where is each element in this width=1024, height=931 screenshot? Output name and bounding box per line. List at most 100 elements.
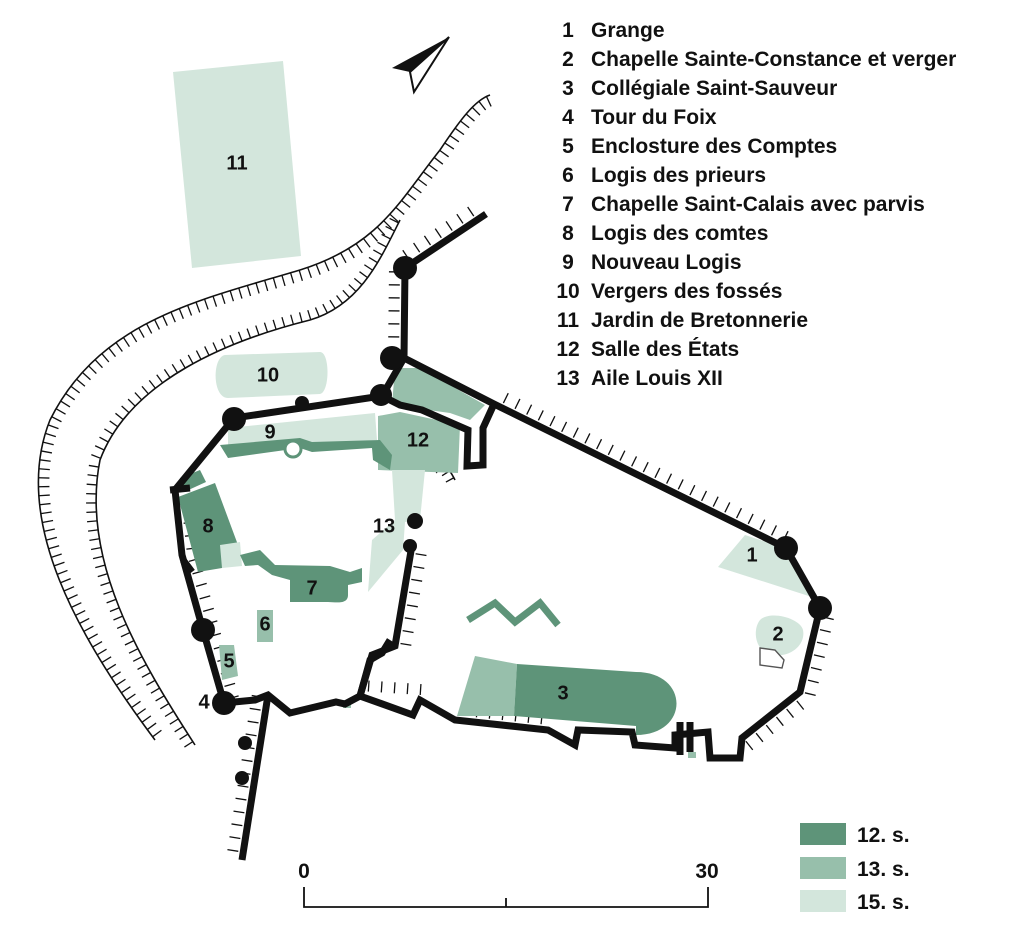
scale-end-label: 30 (695, 860, 718, 883)
map-label-3: 3 (557, 682, 568, 704)
slope-hachure (125, 693, 136, 701)
legend-entry: Jardin de Bretonnerie (591, 309, 808, 332)
slope-hachure (272, 277, 277, 289)
wall-hachure (724, 502, 731, 513)
slope-hachure (289, 272, 295, 284)
slope-hachure (203, 298, 209, 310)
slope-hachure (444, 142, 455, 150)
wall-hachure (816, 641, 828, 646)
slope-hachure (152, 729, 162, 738)
slope-hachure (71, 602, 82, 608)
wall-hachure (804, 692, 816, 696)
slope-hachure (159, 703, 170, 710)
wall-hachure (770, 525, 777, 536)
slope-hachure (41, 450, 53, 454)
wall-hachure (786, 708, 794, 718)
slope-hachure (179, 733, 189, 741)
wall-hachure (413, 242, 421, 253)
legend-entry: Nouveau Logis (591, 251, 742, 274)
slope-hachure (229, 334, 235, 345)
wall-hachure (514, 398, 521, 410)
slope-hachure (48, 545, 60, 550)
slope-hachure (348, 284, 357, 292)
slope-hachure (329, 299, 336, 309)
slope-hachure (81, 371, 91, 381)
slope-hachure (485, 96, 492, 107)
wall-hachure (419, 683, 422, 696)
period-swatch-15 (800, 890, 846, 912)
map-label-5: 5 (223, 650, 234, 672)
slope-hachure (364, 264, 374, 271)
wall-hachure (229, 836, 241, 840)
wall-hachure (572, 427, 579, 438)
legend-number: 12 (556, 338, 579, 361)
legend-number: 4 (562, 106, 574, 129)
legend-entry: Tour du Foix (591, 106, 717, 129)
slope-hachure (94, 359, 103, 369)
slope-hachure (88, 365, 97, 375)
slope-hachure (322, 303, 329, 314)
wall-hachure (434, 228, 442, 239)
wall-hachure (747, 513, 754, 525)
north-arrow-icon (392, 36, 450, 95)
slope-hachure (141, 715, 152, 723)
slope-hachure (42, 519, 54, 524)
towers (191, 256, 832, 785)
slope-hachure (120, 686, 131, 694)
slope-hachure (307, 310, 312, 320)
slope-hachure (164, 710, 174, 718)
slope-hachure (115, 412, 124, 421)
legend-number: 6 (562, 164, 574, 187)
legend-number: 11 (557, 309, 580, 332)
wall-hachure (203, 607, 214, 612)
wall-hachure (423, 235, 432, 246)
slope-hachure (281, 317, 286, 328)
wall-hachure (406, 604, 418, 608)
slope-hachure (121, 405, 130, 414)
legend-number: 10 (556, 280, 579, 303)
slope-hachure (63, 586, 75, 592)
slope-hachure (87, 633, 98, 640)
slope-hachure (162, 315, 168, 326)
slope-hachure (433, 156, 444, 165)
slope-hachure (204, 346, 210, 356)
slope-hachure (141, 385, 149, 395)
legend-number: 7 (562, 193, 574, 216)
wall-hachure (195, 582, 207, 587)
wall-hachure (701, 490, 708, 502)
slope-hachure (395, 206, 405, 216)
slope-hachure (298, 270, 304, 281)
slope-hachure (272, 319, 277, 330)
slope-hachure (128, 648, 139, 654)
slope-hachure (70, 385, 81, 394)
slope-hachure (120, 631, 131, 638)
wall-hachure (775, 716, 784, 727)
wall-hachure (796, 700, 805, 710)
slope-hachure (115, 678, 126, 686)
slope-hachure (79, 617, 90, 625)
wall-hachure (233, 810, 245, 814)
slope-hachure (106, 598, 117, 604)
slope-hachure (53, 561, 65, 567)
slope-hachure (97, 573, 108, 578)
legend-number: 3 (562, 77, 574, 100)
wall-hachure (813, 654, 825, 659)
orchard-10-fosses (215, 352, 328, 398)
wall-hachure (247, 720, 259, 724)
slope-hachure (47, 424, 59, 430)
map-label-6: 6 (259, 613, 270, 635)
slope-hachure (137, 664, 147, 670)
slope-hachure (86, 483, 97, 486)
map-label-12: 12 (407, 429, 429, 451)
slope-hachure (148, 379, 156, 389)
slope-hachure (169, 718, 179, 725)
slope-hachure (38, 468, 50, 471)
slope-hachure (100, 581, 111, 587)
slope-hachure (104, 428, 114, 435)
wall-hachure (561, 421, 568, 433)
map-label-13: 13 (373, 515, 395, 537)
slope-hachure (186, 305, 193, 316)
legend-entry: Aile Louis XII (591, 367, 723, 390)
